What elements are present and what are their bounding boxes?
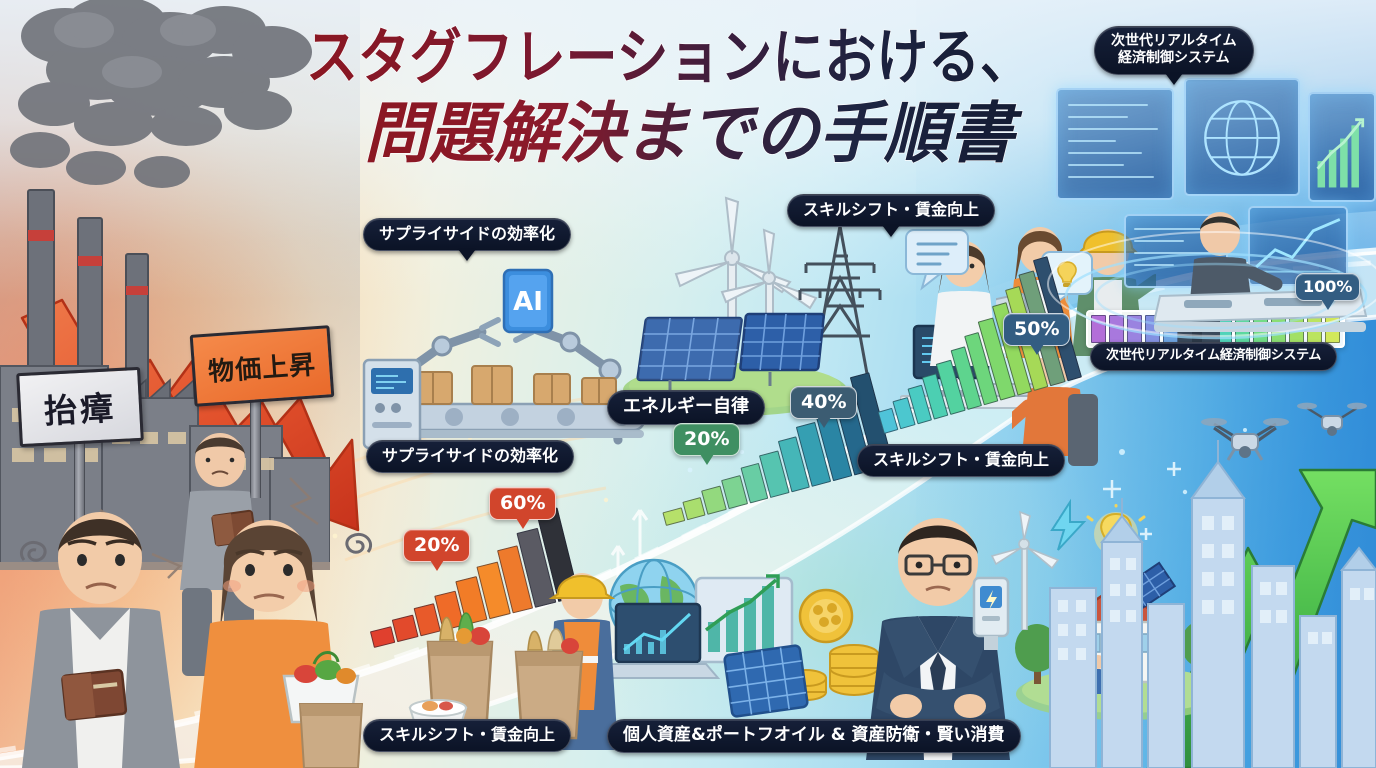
grocery-bag-icon [514,628,584,740]
label-text: 次世代リアルタイム経済制御システム [1106,348,1322,363]
smoke-cloud-icon [10,0,312,188]
bar [1091,315,1106,343]
percent-value: 20% [684,428,730,450]
svg-text:AI: AI [513,287,543,317]
tablet-solar-icon [723,644,809,718]
machine-control-panel-icon [362,358,422,450]
drone-icon [1297,402,1367,436]
label-skill-shift-mid[interactable]: スキルシフト・賃金向上 [857,444,1066,477]
page-title-line2: 問題解決までの手順書 [364,95,1023,172]
bar [1127,315,1142,343]
monitor-icon[interactable] [1056,88,1174,200]
ev-charger-icon [972,576,1010,650]
city-skyline-icon [1049,440,1376,768]
label-nextgen-system-mid[interactable]: 次世代リアルタイム経済制御システム [1090,342,1338,371]
page-title-line1: スタグフレーションにおける、 [306,23,1032,93]
label-text-line2: 経済制御システム [1118,50,1230,67]
monitor-globe-icon[interactable] [1184,78,1300,196]
percent-value: 60% [500,492,546,514]
portfolio-chart-icon [694,574,794,664]
label-text: スキルシフト・賃金向上 [803,200,980,219]
sign-inflation: 物価上昇 [189,325,335,407]
label-text: サプライサイドの効率化 [382,446,559,465]
percent-value: 20% [414,534,460,556]
worry-swirl-icon [19,541,47,562]
percent-pin-20-supply[interactable]: 20% [403,529,471,571]
percent-value: 50% [1014,318,1060,340]
label-personal-assets[interactable]: 個人資産&ポートフオイル & 資産防衛・賢い消費 [607,719,1021,753]
pill-tail [458,248,476,261]
wind-turbine-icon [990,510,1060,630]
person-worried-woman [194,520,364,768]
label-text: スキルシフト・賃金向上 [873,450,1050,469]
percent-pin-20-energy[interactable]: 20% [673,423,741,465]
pill-tail [882,224,900,237]
sign-stagnation: 抬瘴 [16,366,144,448]
label-text: スキルシフト・賃金向上 [379,725,556,744]
worry-swirl-icon [345,533,373,554]
percent-pin-50-skill[interactable]: 50% [1003,313,1071,355]
label-skill-shift-bottom[interactable]: スキルシフト・賃金向上 [363,719,572,752]
label-text: エネルギー自律 [623,396,749,417]
pill-tail [1164,73,1183,86]
percent-pin-60-supply[interactable]: 60% [489,487,557,529]
label-text: 個人資産&ポートフオイル & 資産防衛・賢い消費 [623,725,1005,745]
label-energy-autonomy[interactable]: エネルギー自律 [607,390,765,425]
label-nextgen-system-top[interactable]: 次世代リアルタイム 経済制御システム [1094,26,1254,86]
percent-pin-40-energy[interactable]: 40% [790,386,858,428]
monitor-chart-icon[interactable] [1308,92,1376,202]
percent-value: 40% [801,391,847,413]
chat-bubble-icon [905,229,969,291]
bar [1109,315,1124,343]
label-text: サプライサイドの効率化 [379,224,556,243]
sign-post-stagnation [74,440,85,545]
label-supply-side-top[interactable]: サプライサイドの効率化 [363,218,572,261]
label-text-line1: 次世代リアルタイム [1111,33,1237,49]
page-title: スタグフレーションにおける、 問題解決までの手順書 [305,22,1032,172]
energy-bolt-icon [1050,498,1087,551]
percent-pin-100-nextgen[interactable]: 100% [1295,273,1361,310]
ai-chip-icon: AI [500,264,556,338]
label-skill-shift-top[interactable]: スキルシフト・賃金向上 [787,194,996,237]
person-worried-man [22,512,180,768]
laptop-chart-icon [610,602,721,679]
sign-post-inflation [250,398,261,498]
label-supply-side-mid[interactable]: サプライサイドの効率化 [366,440,575,473]
drone-icon [1201,418,1289,461]
percent-value: 100% [1303,277,1353,296]
